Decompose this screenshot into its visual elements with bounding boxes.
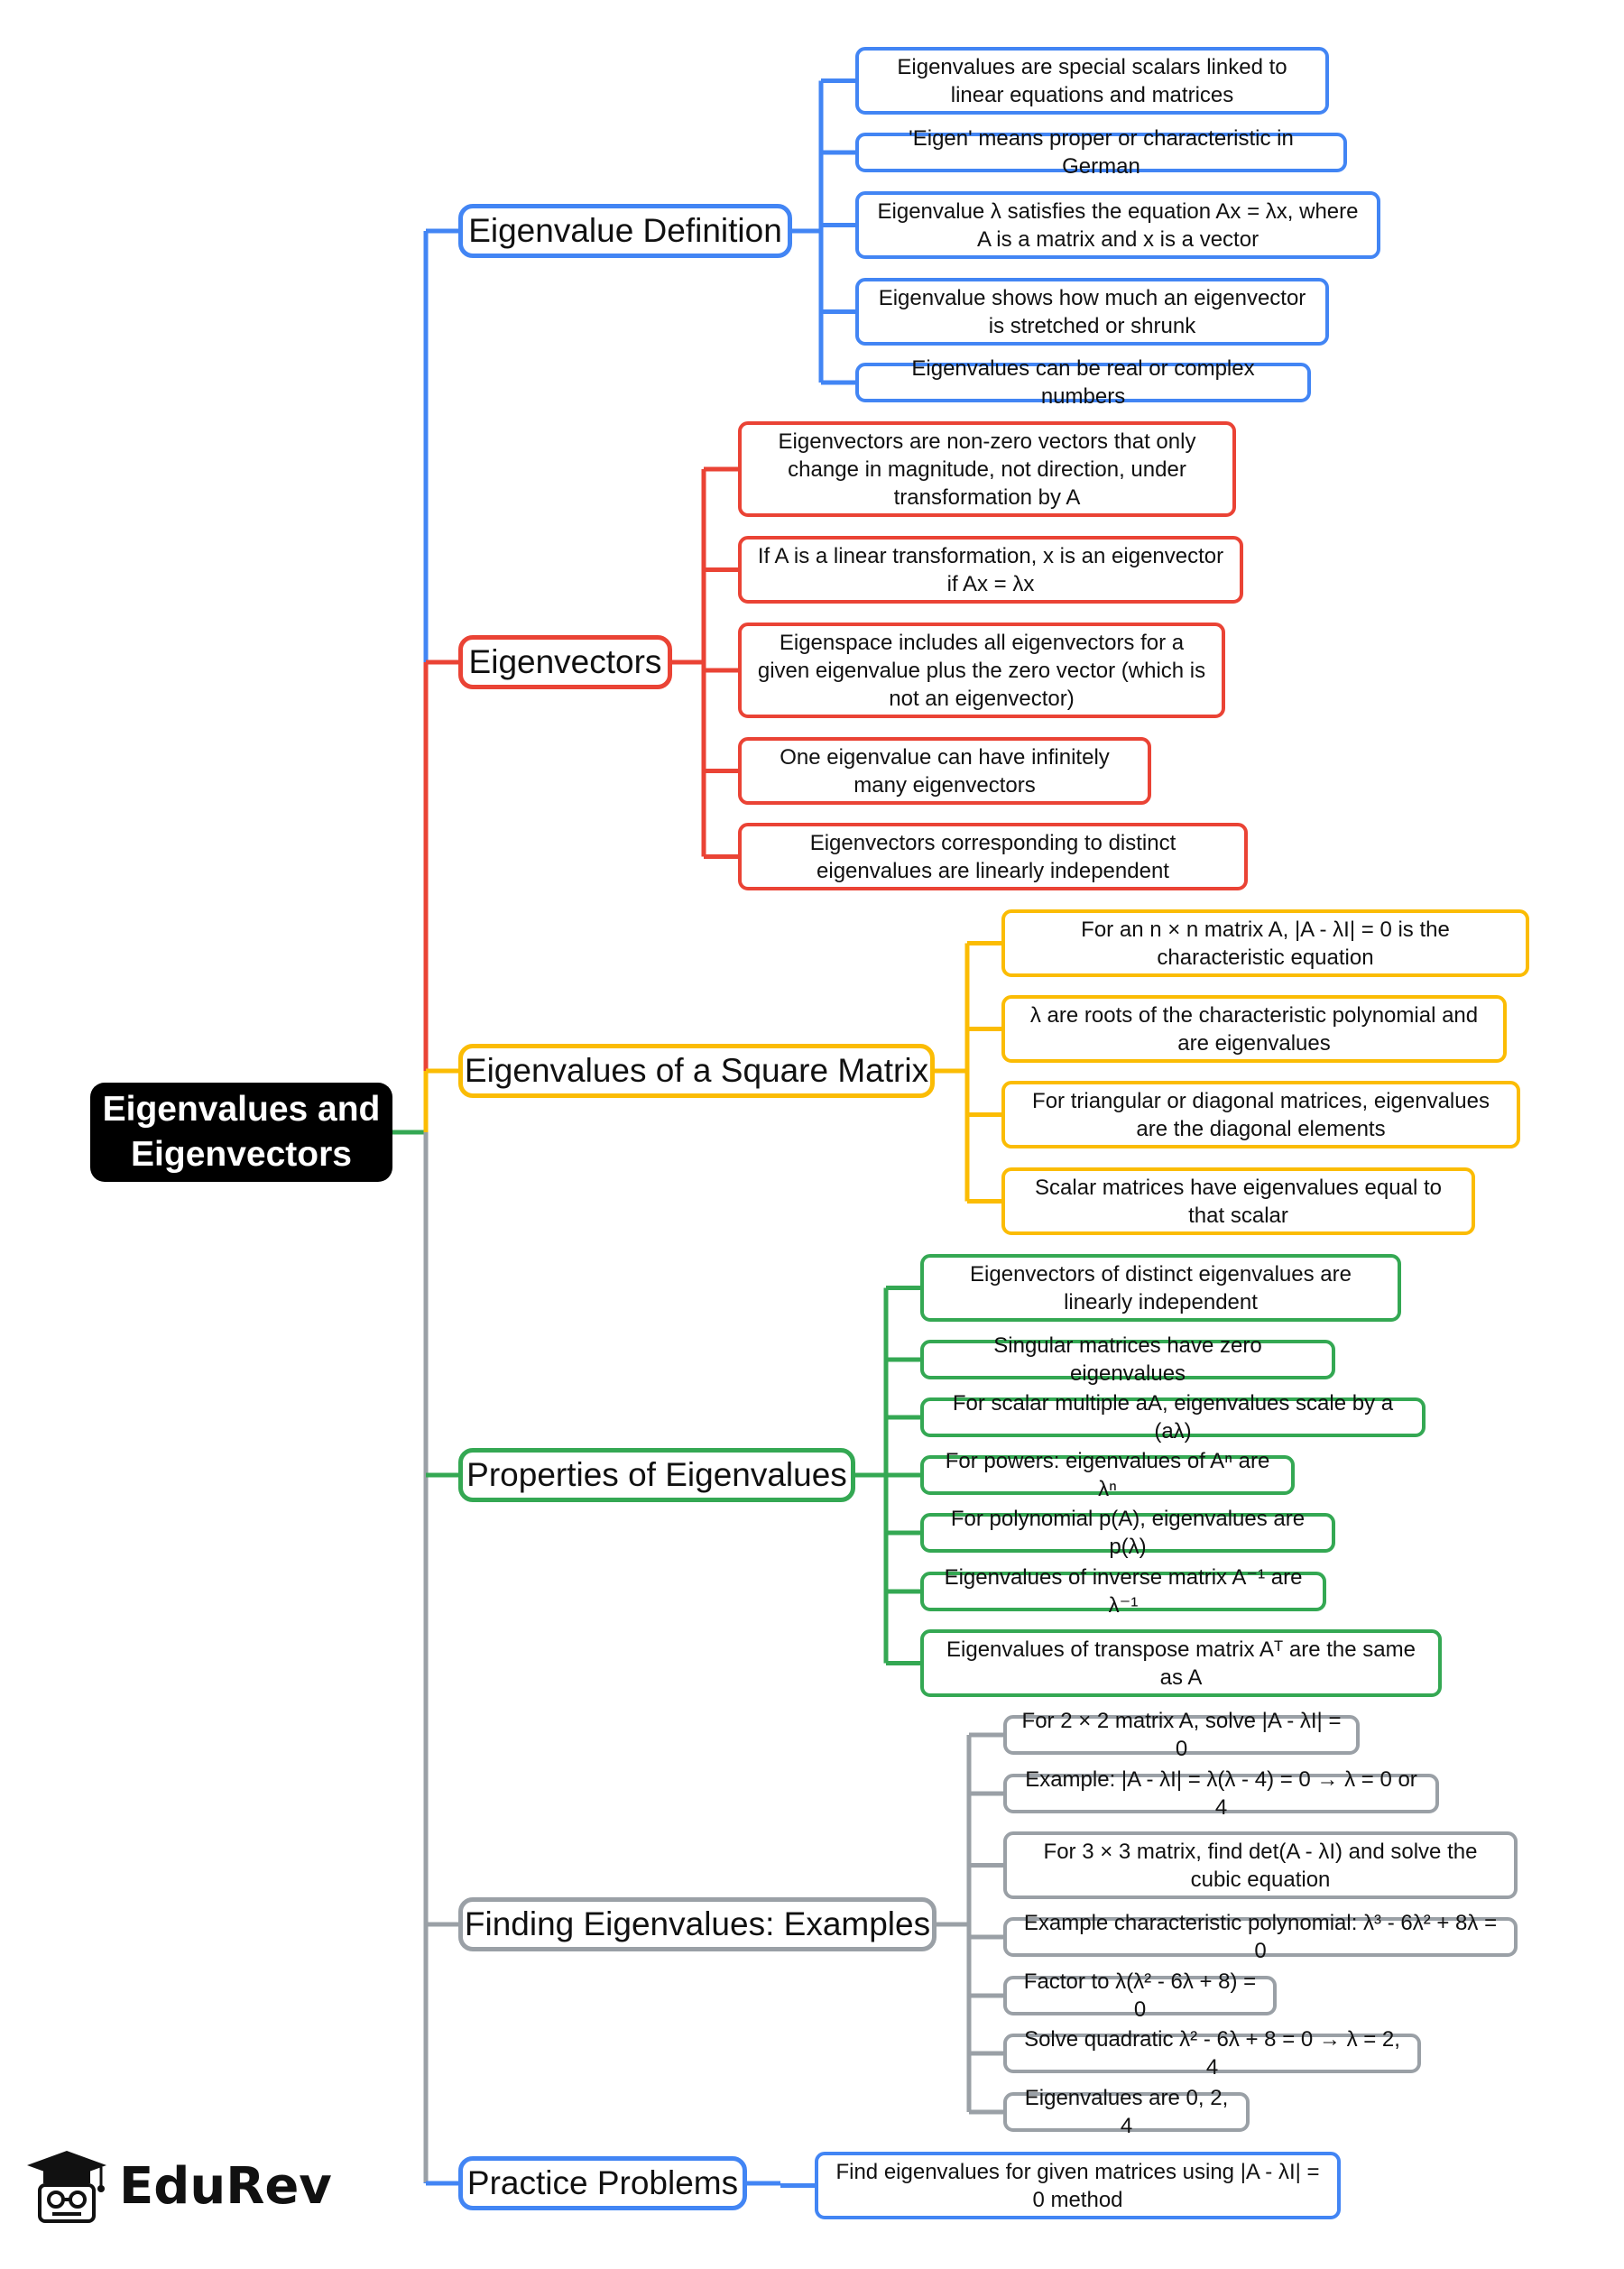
leaf-properties-6: Eigenvalues of inverse matrix A⁻¹ are λ⁻… (920, 1565, 1326, 1618)
leaf-definition-1: Eigenvalues are special scalars linked t… (855, 47, 1329, 115)
leaf-practice-1: Find eigenvalues for given matrices usin… (815, 2152, 1341, 2219)
leaf-examples-1: For 2 × 2 matrix A, solve |A - λI| = 0 (1003, 1709, 1360, 1761)
leaf-eigenvectors-4: One eigenvalue can have infinitely many … (738, 737, 1151, 805)
leaf-examples-6: Solve quadratic λ² - 6λ + 8 = 0 → λ = 2,… (1003, 2027, 1421, 2080)
leaf-examples-3: For 3 × 3 matrix, find det(A - λI) and s… (1003, 1831, 1518, 1899)
leaf-definition-2: 'Eigen' means proper or characteristic i… (855, 126, 1347, 179)
leaf-definition-5: Eigenvalues can be real or complex numbe… (855, 356, 1311, 409)
branch-square-matrix: Eigenvalues of a Square Matrix (458, 1044, 935, 1098)
leaf-properties-5: For polynomial p(A), eigenvalues are p(λ… (920, 1507, 1335, 1559)
leaf-properties-4: For powers: eigenvalues of Aⁿ are λⁿ (920, 1449, 1295, 1501)
leaf-eigenvectors-3: Eigenspace includes all eigenvectors for… (738, 623, 1225, 718)
branch-practice: Practice Problems (458, 2156, 747, 2210)
logo-text: EduRev (119, 2156, 332, 2216)
leaf-properties-2: Singular matrices have zero eigenvalues (920, 1333, 1335, 1386)
leaf-square-matrix-2: λ are roots of the characteristic polyno… (1001, 995, 1507, 1063)
leaf-examples-4: Example characteristic polynomial: λ³ - … (1003, 1911, 1518, 1963)
leaf-eigenvectors-2: If A is a linear transformation, x is an… (738, 536, 1243, 604)
leaf-examples-2: Example: |A - λI| = λ(λ - 4) = 0 → λ = 0… (1003, 1767, 1439, 1820)
leaf-definition-4: Eigenvalue shows how much an eigenvector… (855, 278, 1329, 346)
branch-definition: Eigenvalue Definition (458, 204, 792, 258)
branch-eigenvectors: Eigenvectors (458, 635, 672, 689)
leaf-square-matrix-1: For an n × n matrix A, |A - λI| = 0 is t… (1001, 909, 1529, 977)
leaf-properties-7: Eigenvalues of transpose matrix Aᵀ are t… (920, 1629, 1442, 1697)
graduation-cap-icon (27, 2151, 106, 2223)
branch-properties: Properties of Eigenvalues (458, 1448, 855, 1502)
leaf-square-matrix-4: Scalar matrices have eigenvalues equal t… (1001, 1167, 1475, 1235)
leaf-square-matrix-3: For triangular or diagonal matrices, eig… (1001, 1081, 1520, 1148)
leaf-definition-3: Eigenvalue λ satisfies the equation Ax =… (855, 191, 1380, 259)
edurev-logo: EduRev (25, 2147, 332, 2225)
leaf-examples-7: Eigenvalues are 0, 2, 4 (1003, 2086, 1250, 2138)
branch-examples: Finding Eigenvalues: Examples (458, 1897, 937, 1951)
leaf-eigenvectors-1: Eigenvectors are non-zero vectors that o… (738, 421, 1236, 517)
leaf-properties-3: For scalar multiple aA, eigenvalues scal… (920, 1391, 1426, 1443)
root-node: Eigenvalues and Eigenvectors (90, 1083, 392, 1182)
leaf-eigenvectors-5: Eigenvectors corresponding to distinct e… (738, 823, 1248, 890)
leaf-properties-1: Eigenvectors of distinct eigenvalues are… (920, 1254, 1401, 1322)
leaf-examples-5: Factor to λ(λ² - 6λ + 8) = 0 (1003, 1969, 1277, 2022)
